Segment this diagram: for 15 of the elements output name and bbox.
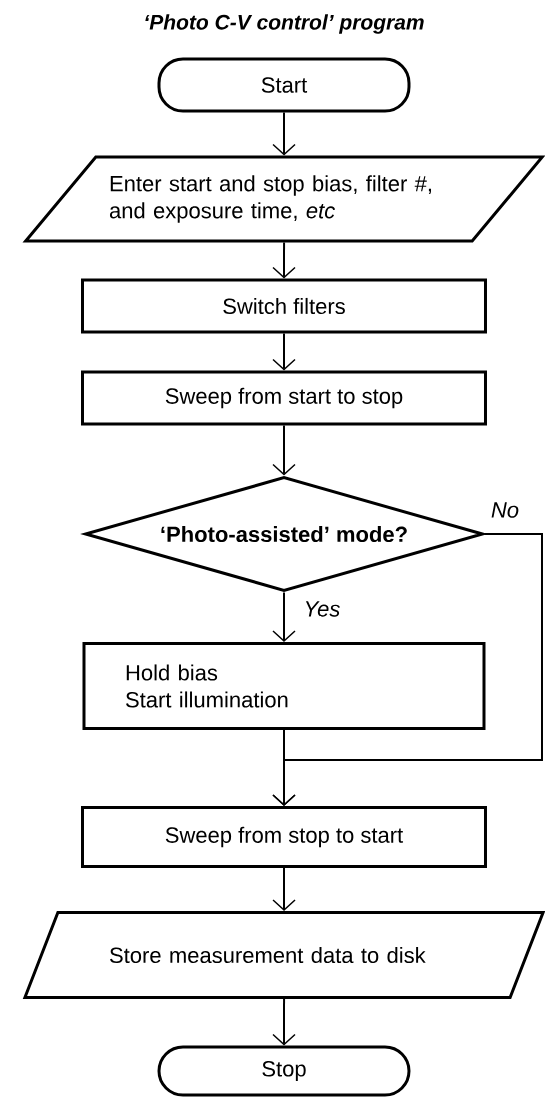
process-box: Sweep from start to stop [81, 370, 487, 426]
title: ‘Photo C-V control’ program [145, 14, 424, 34]
arrow [272, 332, 296, 371]
edge-label: No [489, 501, 521, 519]
arrow [272, 241, 296, 279]
arrow [272, 998, 296, 1046]
arrow [272, 111, 296, 156]
arrow [272, 424, 296, 476]
arrow [272, 729, 296, 806]
process-box: Sweep from stop to start [81, 806, 487, 868]
arrow [272, 867, 296, 911]
process-box: Switch filters [81, 278, 487, 334]
arrow [272, 591, 296, 642]
process-box: Hold bias Start illumination [82, 642, 486, 730]
edge-label: Yes [302, 600, 342, 618]
